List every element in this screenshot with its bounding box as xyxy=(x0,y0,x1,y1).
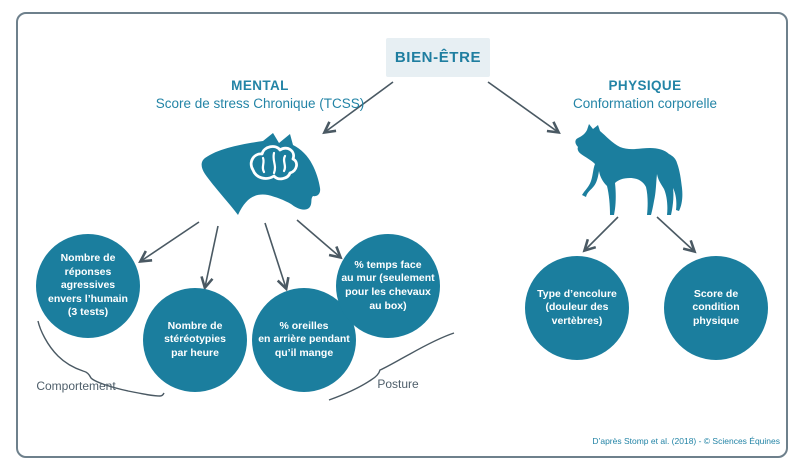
circle-text: % temps face au mur (seulement pour les … xyxy=(341,258,435,312)
comportement-label: Comportement xyxy=(36,379,116,393)
circle-wall-facing: % temps face au mur (seulement pour les … xyxy=(336,234,440,338)
posture-label: Posture xyxy=(377,377,419,391)
physique-branch-header: PHYSIQUE Conformation corporelle xyxy=(530,77,760,113)
circle-text: Type d’encolure (douleur des vertèbres) xyxy=(537,287,617,327)
circle-body-condition: Score de condition physique xyxy=(664,256,768,360)
mental-branch-header: MENTAL Score de stress Chronique (TCSS) xyxy=(115,77,405,113)
circle-text: Nombre de stéréotypies par heure xyxy=(164,319,226,359)
circle-text: Score de condition physique xyxy=(692,287,740,327)
mental-label: MENTAL xyxy=(231,78,289,93)
horse-body-silhouette xyxy=(575,124,683,215)
horse-head-with-brain-icon xyxy=(201,133,321,215)
root-title: BIEN-ÊTRE xyxy=(394,49,482,66)
circle-stereotypies: Nombre de stéréotypies par heure xyxy=(143,288,247,392)
circle-aggressive-responses: Nombre de réponses agressives envers l’h… xyxy=(36,234,140,338)
brain-icon xyxy=(249,145,298,181)
standing-horse-icon xyxy=(575,124,683,215)
circle-neck-type: Type d’encolure (douleur des vertèbres) xyxy=(525,256,629,360)
physique-label: PHYSIQUE xyxy=(608,78,682,93)
circle-text: % oreilles en arrière pendant qu’il mang… xyxy=(258,319,350,359)
horse-head-silhouette xyxy=(201,133,321,215)
credit-text: D’après Stomp et al. (2018) - © Sciences… xyxy=(592,436,780,446)
root-node-bien-etre: BIEN-ÊTRE xyxy=(386,38,490,77)
circle-ears-back: % oreilles en arrière pendant qu’il mang… xyxy=(252,288,356,392)
mental-sublabel: Score de stress Chronique (TCSS) xyxy=(155,95,365,111)
diagram-border xyxy=(16,12,788,458)
circle-text: Nombre de réponses agressives envers l’h… xyxy=(48,251,128,319)
physique-sublabel: Conformation corporelle xyxy=(572,95,718,111)
